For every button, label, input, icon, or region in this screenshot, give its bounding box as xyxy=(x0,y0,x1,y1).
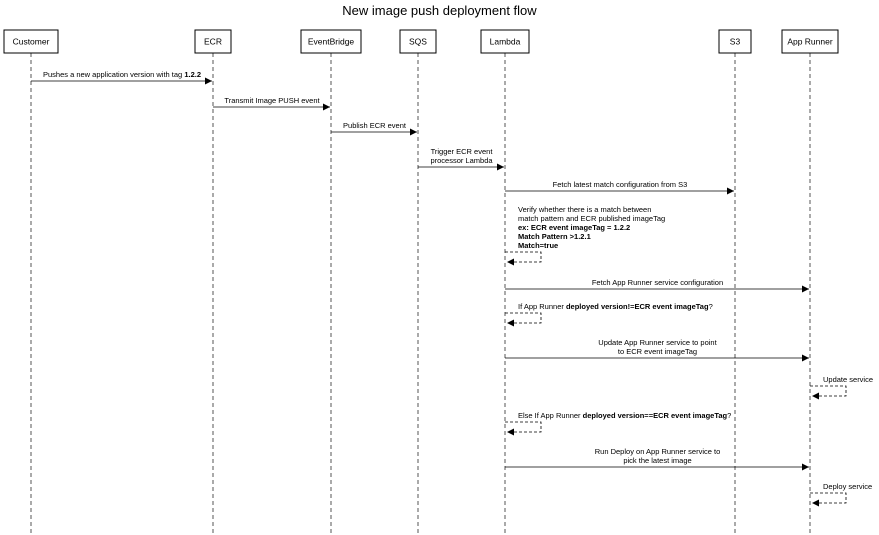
message-label-segment: deployed version!=ECR event imageTag xyxy=(566,302,709,311)
actor-box-customer xyxy=(3,29,59,54)
message-label: Fetch latest match configuration from S3 xyxy=(553,180,688,189)
message-label: Pushes a new application version with ta… xyxy=(43,70,201,79)
message-label-segment: Trigger ECR event xyxy=(431,147,494,156)
message-label-segment: Run Deploy on App Runner service to xyxy=(595,447,721,456)
message-label-segment: 1.2.2 xyxy=(184,70,201,79)
self-message-arrow xyxy=(810,385,847,400)
message-label-segment: Update service xyxy=(823,375,873,384)
self-message-arrow xyxy=(810,492,847,507)
actor-box-lambda xyxy=(480,29,530,54)
message-label-segment: ex: ECR event imageTag = 1.2.2 xyxy=(518,223,630,232)
message-label: If App Runner deployed version!=ECR even… xyxy=(518,302,713,311)
message-label: Deploy service xyxy=(823,482,872,491)
message-label-segment: Pushes a new application version with ta… xyxy=(43,70,184,79)
message-label-segment: Verify whether there is a match between xyxy=(518,205,651,214)
diagram-title: New image push deployment flow xyxy=(342,3,537,18)
actor-box-sqs xyxy=(399,29,437,54)
message-label: Fetch App Runner service configuration xyxy=(592,278,723,287)
message-label: Update service xyxy=(823,375,873,384)
message-label-segment: to ECR event imageTag xyxy=(618,347,697,356)
actor-box-ecr xyxy=(194,29,232,54)
message-label: Else If App Runner deployed version==ECR… xyxy=(518,411,731,420)
message-label-segment: pick the latest image xyxy=(623,456,691,465)
actor-label-eventbridge: EventBridge xyxy=(308,37,355,47)
actor-box-apprunner xyxy=(781,29,839,54)
message-label-segment: match pattern and ECR published imageTag xyxy=(518,214,665,223)
actor-label-customer: Customer xyxy=(13,37,50,47)
message-label-segment: Match=true xyxy=(518,241,558,250)
actor-label-ecr: ECR xyxy=(204,37,222,47)
actor-box-s3 xyxy=(718,29,752,54)
message-label-segment: If App Runner xyxy=(518,302,566,311)
message-label-segment: Publish ECR event xyxy=(343,121,407,130)
message-label-segment: ? xyxy=(727,411,731,420)
self-message-arrow xyxy=(505,312,542,327)
message-label-segment: ? xyxy=(709,302,713,311)
message-label-segment: deployed version==ECR event imageTag xyxy=(583,411,728,420)
self-message-arrow xyxy=(505,421,542,436)
message-label: Publish ECR event xyxy=(343,121,407,130)
actor-label-lambda: Lambda xyxy=(490,37,521,47)
message-label-segment: Else If App Runner xyxy=(518,411,583,420)
actor-box-eventbridge xyxy=(300,29,362,54)
message-label-segment: Match Pattern >1.2.1 xyxy=(518,232,591,241)
self-message-arrow xyxy=(505,251,542,266)
message-label-segment: Deploy service xyxy=(823,482,872,491)
actor-label-s3: S3 xyxy=(730,37,741,47)
message-label-segment: Update App Runner service to point xyxy=(598,338,717,347)
message-label: Transmit Image PUSH event xyxy=(224,96,320,105)
actor-label-sqs: SQS xyxy=(409,37,427,47)
message-label-segment: Fetch latest match configuration from S3 xyxy=(553,180,688,189)
message-label-segment: Transmit Image PUSH event xyxy=(224,96,320,105)
message-label-segment: processor Lambda xyxy=(430,156,493,165)
actor-label-apprunner: App Runner xyxy=(787,37,833,47)
message-label-segment: Fetch App Runner service configuration xyxy=(592,278,723,287)
